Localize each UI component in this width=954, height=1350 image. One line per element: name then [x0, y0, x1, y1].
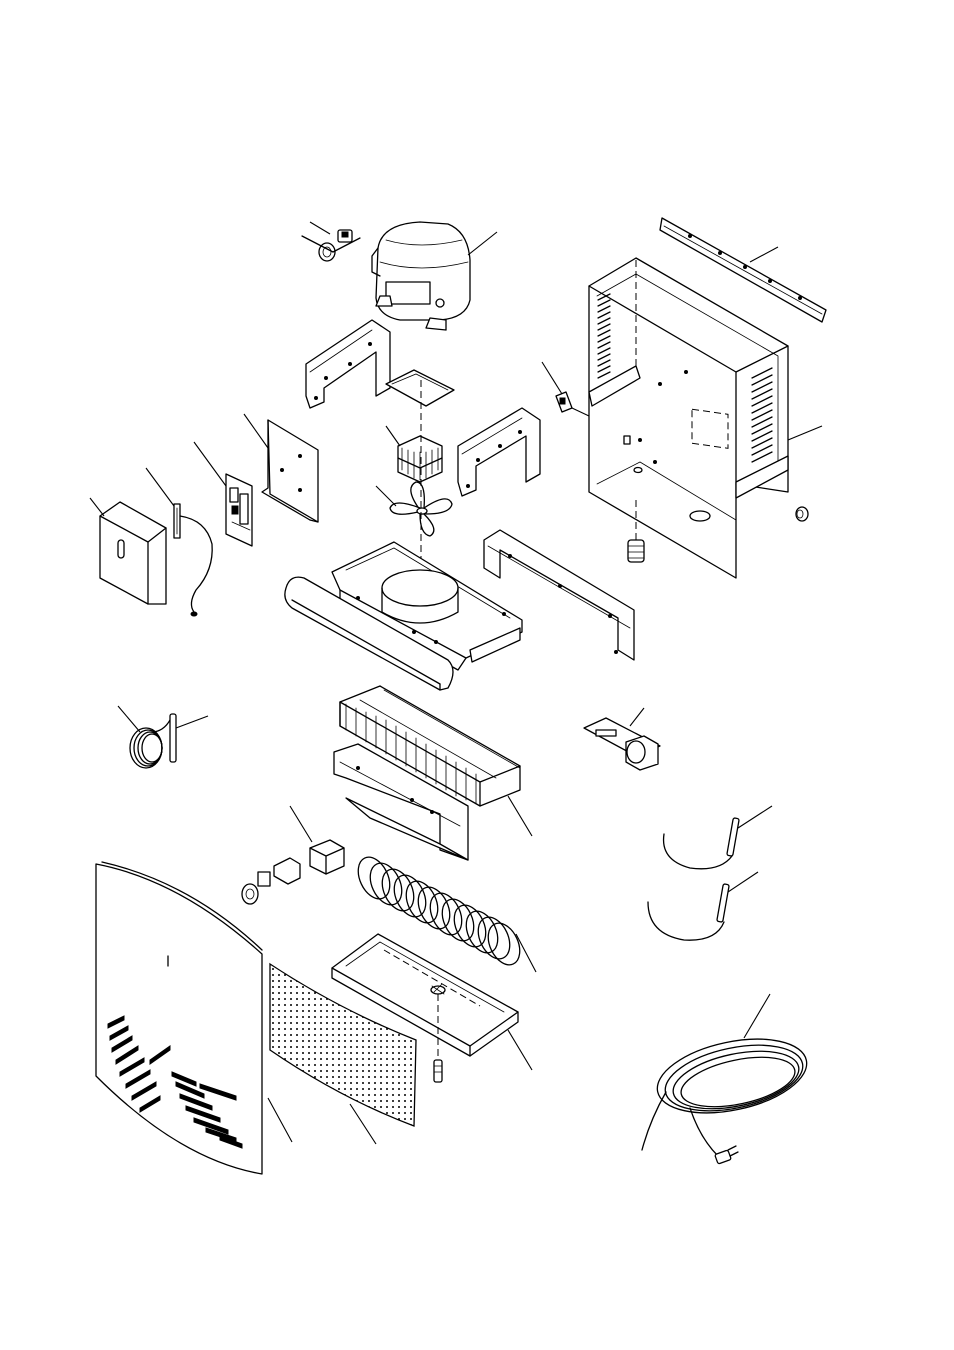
front-cover [95, 861, 293, 1175]
drain-fitting [430, 983, 446, 1083]
compressor-relay-kit [301, 221, 361, 262]
cabinet-lock [541, 361, 590, 417]
cabinet-strain-relief [627, 500, 645, 563]
fan-motor [385, 425, 443, 483]
motor-mount-plate [385, 369, 455, 407]
control-panel-bracket [243, 413, 319, 523]
solenoid-valve [583, 707, 661, 771]
front-cover-louvres [107, 1015, 243, 1149]
compressor [371, 221, 498, 331]
switch-kit [241, 805, 345, 905]
rear-mounting-rail [659, 217, 827, 323]
temperature-probe-a [662, 805, 773, 870]
temperature-probe-b [647, 871, 759, 941]
control-board [193, 441, 253, 547]
drier-capillary-coil [117, 705, 209, 769]
perforated-filter [269, 962, 417, 1145]
drain-pan [331, 933, 533, 1071]
electric-box [89, 497, 167, 605]
fan-blade [375, 481, 453, 537]
left-vent-slots [597, 293, 611, 379]
mounting-plug [795, 506, 809, 522]
right-support-bracket [457, 407, 541, 497]
cabinet-housing [588, 257, 823, 579]
evaporator-coil [339, 685, 521, 807]
condenser-coil [357, 856, 537, 973]
base-support-rail [483, 529, 635, 661]
air-duct-tray [331, 541, 523, 671]
front-bumper-rail [284, 576, 454, 691]
left-support-bracket [305, 319, 391, 409]
right-vent-slots [751, 367, 773, 463]
evaporator-shroud [333, 743, 533, 861]
power-cord [641, 993, 808, 1165]
thermostat-sensor [145, 467, 213, 617]
